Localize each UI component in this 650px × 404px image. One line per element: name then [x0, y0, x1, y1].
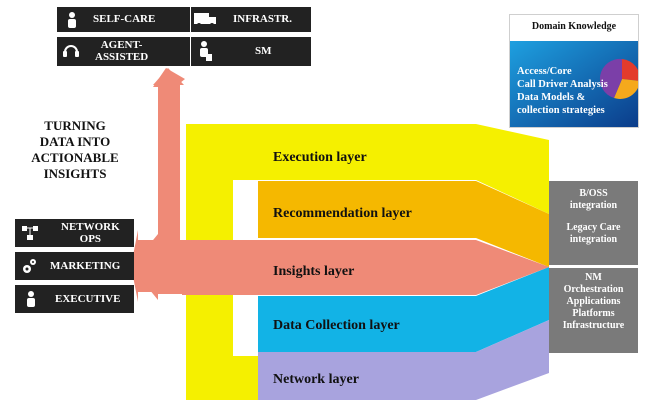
insights-up-arrow	[153, 68, 184, 242]
self-care-label: SELF-CARE	[93, 13, 156, 25]
data-collection-layer-label: Data Collection layer	[273, 318, 400, 333]
network-ops-box: NETWORK OPS	[15, 219, 134, 247]
infrastr-label: INFRASTR.	[233, 13, 292, 25]
executive-label: EXECUTIVE	[55, 293, 121, 305]
agent-assisted-label: AGENT- ASSISTED	[95, 39, 149, 63]
sm-label: SM	[255, 45, 272, 57]
execution-layer-label: Execution layer	[273, 150, 367, 165]
insights-left-arrow	[131, 234, 549, 300]
person-icon	[68, 12, 76, 28]
person-with-device-icon	[200, 41, 212, 61]
boss-integration-label: B/OSS integration	[569, 188, 618, 211]
data-collection-band	[258, 267, 549, 352]
domain-knowledge-title: Domain Knowledge	[531, 21, 617, 32]
agent-assisted-box: AGENT- ASSISTED	[57, 37, 190, 66]
marketing-label: MARKETING	[50, 260, 121, 272]
recommendation-layer-label: Recommendation layer	[273, 206, 412, 221]
gears-icon	[23, 259, 36, 273]
legacy-care-integration-label: Legacy Care integration	[566, 222, 621, 245]
insights-layer-label: Insights layer	[273, 264, 355, 279]
headset-icon	[63, 45, 79, 57]
execution-band	[186, 124, 549, 400]
recommendation-band	[258, 181, 549, 267]
network-nodes-icon	[22, 226, 38, 240]
integration-box: B/OSS integration Legacy Care integratio…	[549, 181, 638, 265]
network-layer-label: Network layer	[273, 372, 359, 387]
domain-knowledge-card: Domain Knowledge Access/Core Call Driver…	[509, 14, 639, 128]
infrastr-box: INFRASTR.	[191, 7, 311, 32]
network-band	[258, 320, 549, 400]
truck-icon	[194, 13, 216, 27]
sm-box: SM	[191, 37, 311, 66]
network-ops-label: NETWORK OPS	[61, 221, 120, 245]
domain-knowledge-graphic	[510, 41, 638, 127]
turning-data-heading: TURNING DATA INTO ACTIONABLE INSIGHTS	[31, 118, 119, 181]
pie-chart-icon	[599, 58, 638, 99]
domain-knowledge-body: Access/Core Call Driver Analysis Data Mo…	[517, 66, 608, 116]
executive-box: EXECUTIVE	[15, 285, 134, 313]
self-care-box: SELF-CARE	[57, 7, 190, 32]
nm-stack-box: NM Orchestration Applications Platforms …	[549, 268, 638, 353]
person-icon	[27, 291, 35, 307]
marketing-box: MARKETING	[15, 252, 134, 280]
